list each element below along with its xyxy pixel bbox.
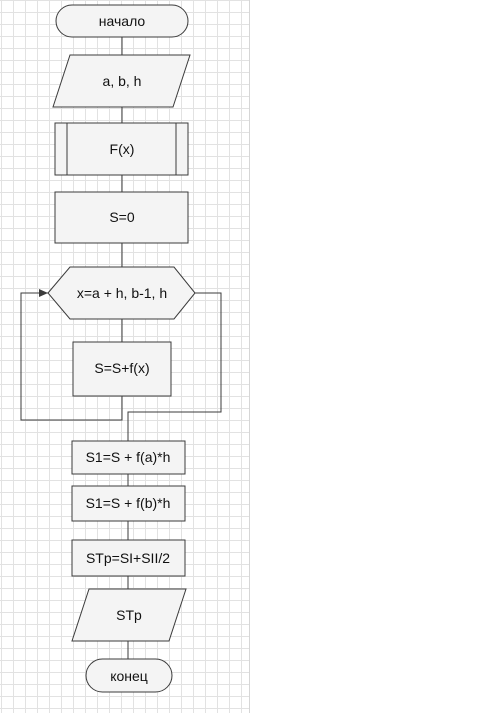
connector-loop-back [20, 292, 123, 421]
loop-back-arrowhead [39, 289, 48, 297]
output-parallelogram [71, 588, 187, 642]
init-label: S=0 [109, 209, 135, 225]
step1-box [71, 440, 186, 475]
subprocess-label: F(x) [110, 141, 135, 157]
loop-label: x=a + h, b-1, h [77, 285, 167, 301]
step3-box [71, 539, 186, 577]
loop-body-label: S=S+f(x) [94, 360, 149, 376]
end-label: конец [110, 668, 148, 684]
step1-label: S1=S + f(a)*h [86, 449, 171, 465]
subprocess-box [54, 122, 189, 176]
step2-box [71, 485, 186, 522]
input-parallelogram [52, 54, 191, 108]
loop-hexagon [47, 266, 196, 320]
output-label: STp [116, 607, 142, 623]
end-terminator [85, 658, 173, 693]
connector-loop-exit [127, 292, 222, 441]
init-process-box [54, 191, 189, 244]
step3-label: STp=SI+SII/2 [86, 550, 170, 566]
input-label: a, b, h [103, 73, 142, 89]
start-terminator [55, 4, 189, 38]
step2-label: S1=S + f(b)*h [86, 495, 171, 511]
start-label: начало [99, 13, 146, 29]
loop-body-box [72, 341, 172, 397]
